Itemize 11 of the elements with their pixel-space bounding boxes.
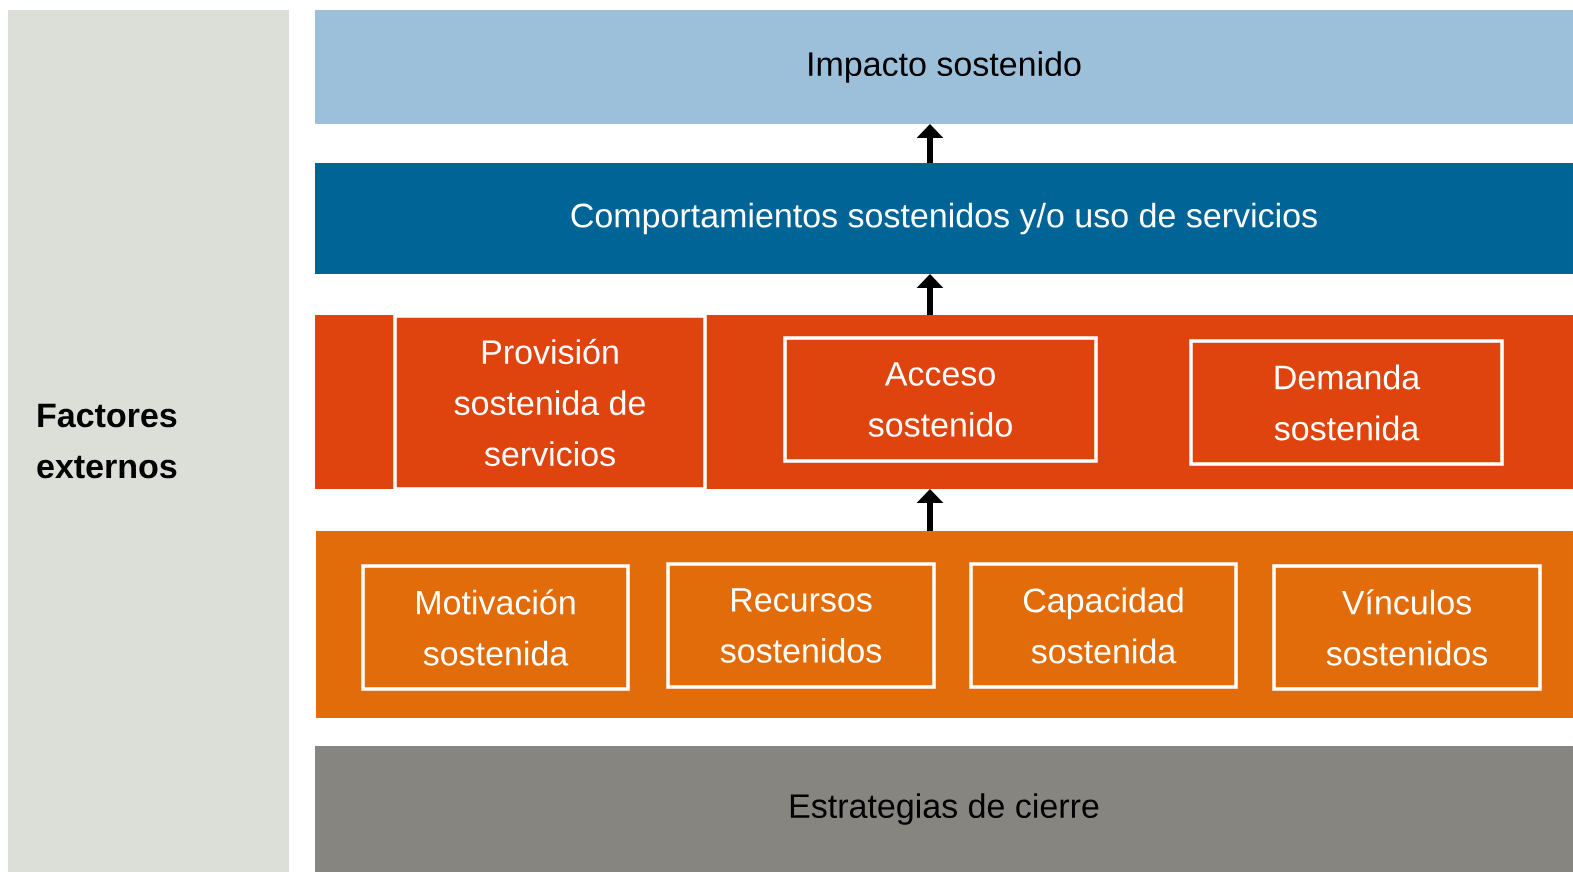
level-band: Impacto sostenido: [315, 10, 1573, 124]
process-box: Acceso sostenido: [783, 336, 1098, 463]
level-band: Comportamientos sostenidos y/o uso de servicios: [315, 163, 1573, 274]
process-box: Vínculos sostenidos: [1272, 564, 1542, 691]
process-box: Demanda sostenida: [1189, 339, 1504, 466]
process-box: Capacidad sostenida: [969, 562, 1238, 689]
process-box: Motivación sostenida: [361, 564, 630, 691]
process-box: Recursos sostenidos: [666, 562, 936, 689]
level-band: Estrategias de cierre: [315, 746, 1573, 872]
side-band: Factores externos: [8, 10, 289, 872]
process-box: Provisión sostenida de servicios: [393, 314, 707, 491]
